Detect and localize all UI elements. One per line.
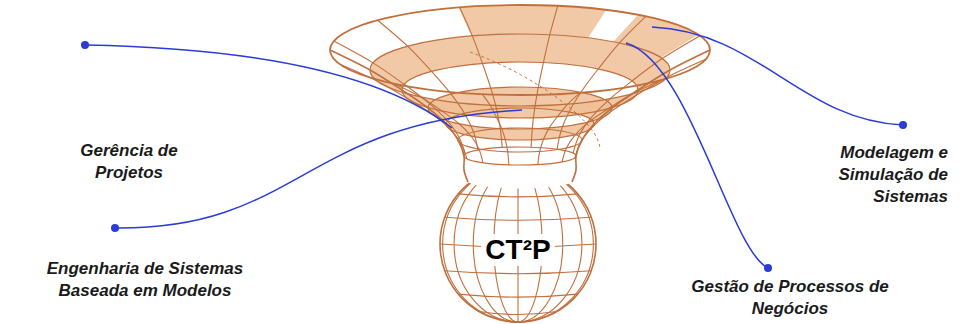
leader-line — [652, 27, 903, 125]
leader-dot — [899, 121, 907, 129]
callout-label: Modelagem e Simulação de Sistemas — [836, 142, 948, 208]
leader-lines — [85, 27, 903, 268]
callout-label: Gestão de Processos de Negócios — [690, 276, 890, 320]
leader-dot — [764, 264, 772, 272]
label-text: Gerência de Projetos — [80, 141, 177, 182]
leader-line — [85, 45, 452, 128]
label-text: Gestão de Processos de Negócios — [691, 277, 888, 318]
leader-dots — [81, 41, 907, 272]
label-text: Engenharia de Sistemas Baseada em Modelo… — [47, 259, 244, 300]
funnel — [330, 5, 710, 188]
funnel-globe — [330, 5, 710, 322]
globe-title: CT²P — [481, 234, 554, 266]
leader-dot — [81, 41, 89, 49]
label-text: Modelagem e Simulação de Sistemas — [838, 143, 948, 206]
leader-line — [626, 43, 768, 268]
callout-label: Engenharia de Sistemas Baseada em Modelo… — [14, 258, 276, 302]
leader-dot — [111, 224, 119, 232]
globe — [440, 166, 596, 322]
node-text: CT²P — [485, 234, 550, 265]
leader-line — [115, 110, 522, 228]
callout-label: Gerência de Projetos — [70, 140, 188, 184]
